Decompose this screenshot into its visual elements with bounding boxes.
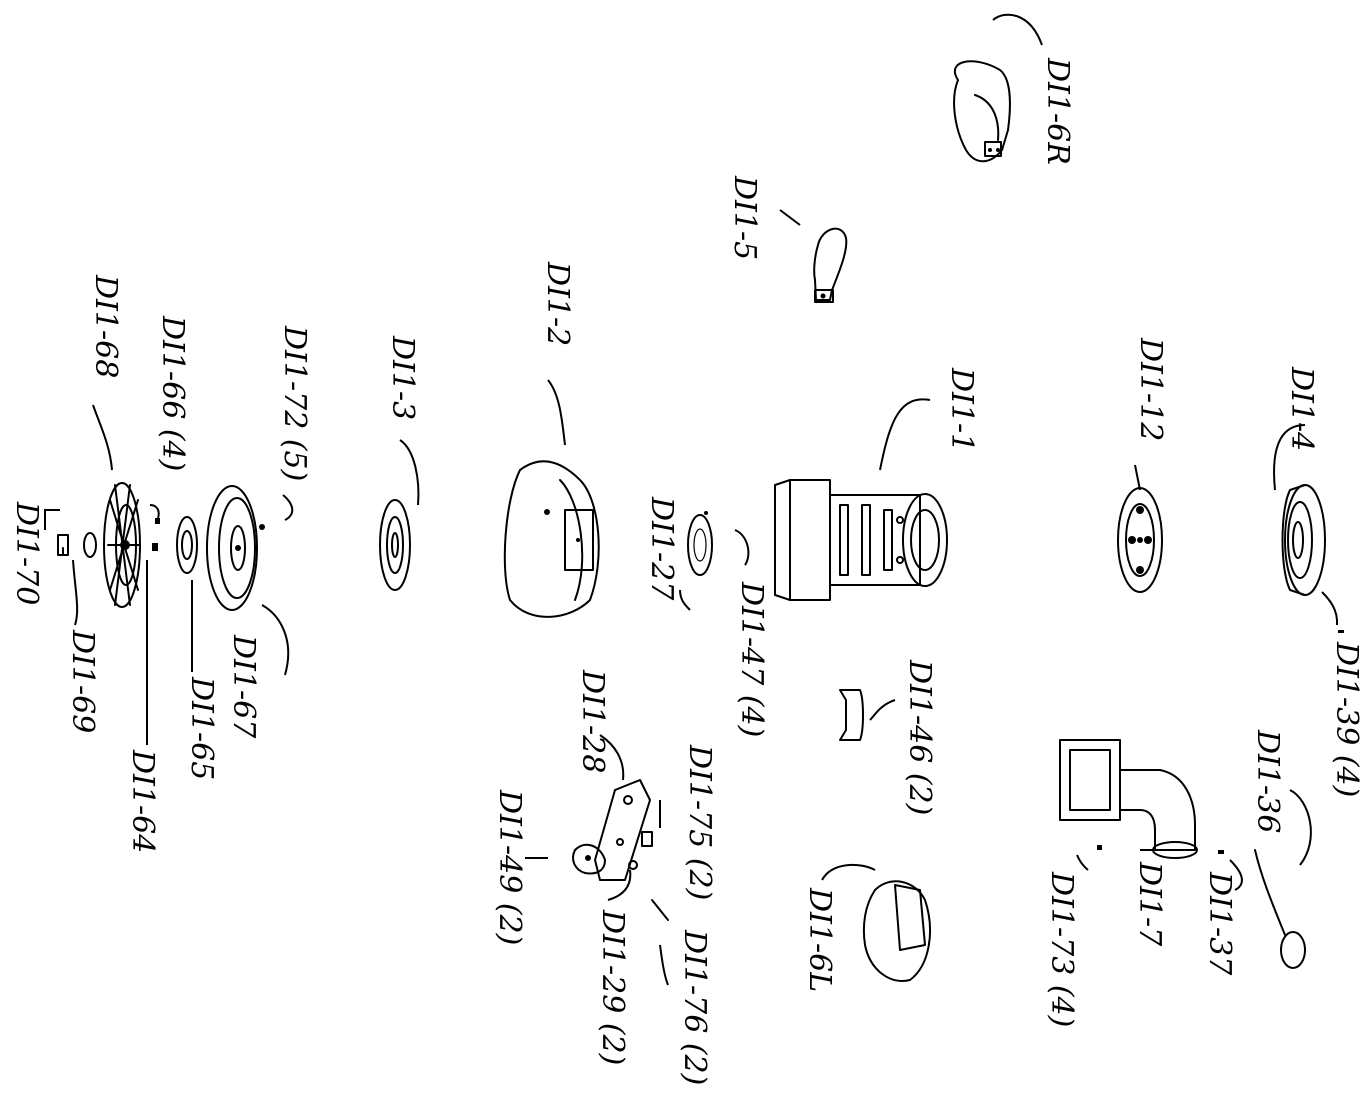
part-di1-6l-drawing: [862, 880, 931, 982]
label-di1-6l: DI1-6L: [802, 887, 837, 992]
label-di1-68: DI1-68: [88, 274, 123, 378]
label-di1-70: DI1-70: [9, 501, 44, 605]
part-di1-39-drawing: [1338, 630, 1344, 633]
part-di1-65-drawing: [176, 516, 198, 574]
label-di1-64: DI1-64: [125, 749, 160, 853]
label-di1-73: DI1-73 (4): [1044, 871, 1079, 1027]
part-di1-69-drawing: [83, 532, 97, 558]
part-di1-49-drawing: [572, 843, 606, 875]
label-di1-65: DI1-65: [184, 676, 219, 780]
label-di1-75: DI1-75 (2): [682, 744, 717, 900]
label-di1-37: DI1-37: [1202, 871, 1237, 976]
label-di1-29: DI1-29 (2): [595, 909, 630, 1065]
label-di1-36: DI1-36: [1250, 729, 1285, 833]
part-di1-5-drawing: [813, 227, 848, 303]
label-di1-1: DI1-1: [944, 367, 979, 452]
label-di1-47: DI1-47 (4): [734, 581, 769, 737]
part-di1-28-drawing: [594, 779, 651, 881]
label-di1-76: DI1-76 (2): [677, 929, 712, 1085]
label-di1-28: DI1-28: [575, 669, 610, 773]
part-di1-67-drawing: [206, 485, 258, 611]
part-di1-3-drawing: [379, 499, 411, 591]
part-di1-6r-drawing: [953, 60, 1011, 163]
label-di1-7: DI1-7: [1132, 861, 1167, 947]
part-di1-27-drawing: [687, 511, 713, 576]
part-di1-70-drawing: [57, 534, 69, 556]
label-di1-3: DI1-3: [385, 335, 420, 420]
part-di1-46-drawing: [839, 689, 864, 741]
label-di1-2: DI1-2: [540, 261, 575, 346]
part-di1-7-drawing: [1059, 739, 1198, 859]
part-di1-1-drawing: [774, 479, 948, 601]
label-di1-67: DI1-67: [226, 634, 261, 739]
part-di1-68-drawing: [103, 482, 141, 608]
part-di1-4-drawing: [1281, 484, 1326, 596]
label-di1-69: DI1-69: [65, 629, 100, 733]
label-di1-4: DI1-4: [1284, 366, 1319, 451]
label-di1-66: DI1-66 (4): [155, 315, 190, 471]
part-di1-2-drawing: [503, 460, 600, 618]
part-di1-37-drawing: [1218, 850, 1224, 854]
label-di1-6r: DI1-6R: [1040, 57, 1075, 165]
part-di1-76-drawing: [651, 899, 669, 921]
part-di1-66-drawing: [152, 518, 160, 551]
label-di1-72: DI1-72 (5): [277, 325, 312, 481]
part-di1-73-drawing: [1097, 845, 1102, 850]
part-di1-72-drawing: [259, 524, 265, 530]
label-di1-27: DI1-27: [644, 496, 679, 601]
label-di1-5: DI1-5: [727, 175, 762, 260]
part-di1-36-drawing: [1254, 849, 1306, 969]
label-di1-46: DI1-46 (2): [902, 659, 937, 815]
label-di1-49: DI1-49 (2): [492, 789, 527, 945]
label-di1-39: DI1-39 (4): [1329, 641, 1364, 797]
part-di1-12-drawing: [1117, 487, 1163, 593]
part-di1-29-drawing: [628, 860, 638, 870]
label-di1-12: DI1-12: [1133, 337, 1168, 441]
part-di1-75-drawing: [641, 831, 653, 847]
